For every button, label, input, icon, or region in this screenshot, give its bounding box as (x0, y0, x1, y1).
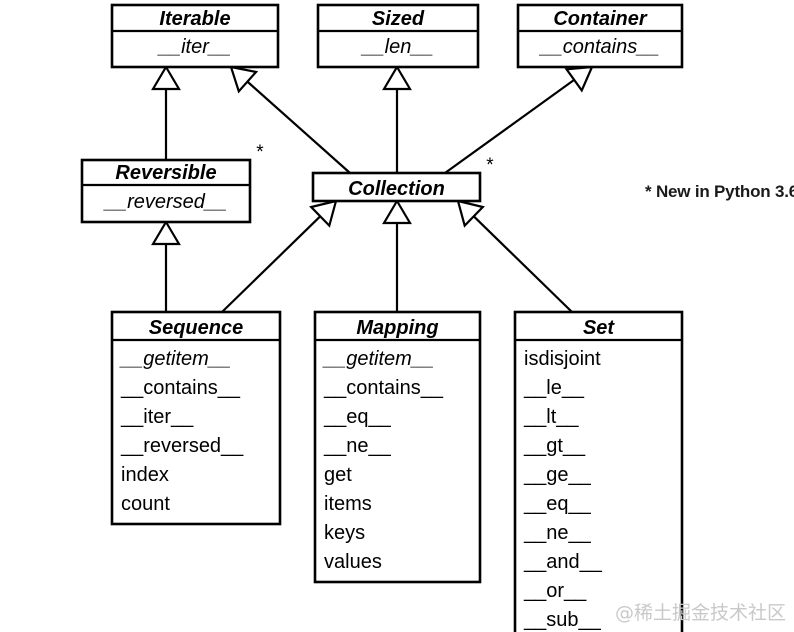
class-member-set-6: __ne__ (523, 522, 592, 544)
inheritance-line (221, 215, 322, 313)
class-box-outline-container (516, 3, 684, 69)
class-member-mapping-5: items (324, 493, 372, 515)
class-member-set-9: __sub__ (523, 609, 602, 631)
class-member-mapping-1: __contains__ (323, 377, 444, 399)
class-box-outline-collection (311, 171, 482, 203)
class-title-iterable: Iterable (159, 8, 230, 30)
inheritance-arrow-collection-to-iterable (229, 65, 351, 174)
class-member-mapping-4: get (324, 464, 352, 486)
class-box-collection[interactable]: Collection * (311, 155, 494, 203)
class-member-set-1: __le__ (523, 377, 585, 399)
watermark: @稀土掘金技术社区 (615, 602, 786, 624)
class-member-sequence-3: __reversed__ (120, 435, 244, 457)
class-member-set-2: __lt__ (523, 406, 579, 428)
class-member-set-8: __or__ (523, 580, 587, 602)
class-box-reversible[interactable]: Reversible __reversed__ * (80, 142, 264, 224)
class-title-reversible: Reversible (115, 162, 216, 184)
inheritance-arrowhead (564, 65, 594, 93)
class-box-container[interactable]: Container __contains__ (516, 3, 684, 69)
class-member-mapping-6: keys (324, 522, 365, 544)
class-member-set-7: __and__ (523, 551, 603, 573)
class-boxes-layer: Iterable __iter__ Sized __len__ Container __c… (80, 3, 684, 632)
inheritance-arrow-mapping-to-collection (382, 198, 412, 312)
legend-note: * New in Python 3.6 (645, 182, 794, 201)
inheritance-arrowhead (151, 219, 181, 246)
inheritance-arrowhead (382, 64, 412, 91)
class-title-sequence: Sequence (149, 317, 243, 339)
inheritance-arrow-collection-to-sized (382, 64, 412, 173)
class-member-mapping-7: values (324, 551, 382, 573)
class-member-set-4: __ge__ (523, 464, 592, 486)
class-box-outline-sequence (110, 310, 282, 526)
inheritance-arrowhead (309, 199, 338, 228)
inheritance-arrow-sequence-to-collection (221, 199, 338, 313)
inheritance-arrow-reversible-to-iterable (151, 64, 181, 160)
inheritance-line (444, 78, 575, 174)
class-box-sequence[interactable]: Sequence __getitem__ __contains__ __iter__ _… (110, 310, 282, 526)
inheritance-arrow-collection-to-container (444, 65, 594, 174)
inheritance-arrow-set-to-collection (456, 199, 573, 313)
class-title-mapping: Mapping (356, 317, 438, 339)
new-in-36-star-reversible: * (256, 142, 264, 163)
class-member-set-0: isdisjoint (524, 348, 601, 370)
inheritance-line (246, 80, 351, 174)
class-box-iterable[interactable]: Iterable __iter__ (110, 3, 280, 69)
class-member-sized-0: __len__ (360, 36, 433, 58)
class-member-sequence-0: __getitem__ (119, 348, 231, 370)
class-member-container-0: __contains__ (539, 36, 660, 58)
class-title-container: Container (553, 8, 648, 30)
class-member-mapping-2: __eq__ (323, 406, 392, 428)
inheritance-arrow-sequence-to-reversible (151, 219, 181, 312)
class-member-sequence-1: __contains__ (120, 377, 241, 399)
inheritance-arrowhead (229, 65, 259, 94)
class-member-set-5: __eq__ (523, 493, 592, 515)
class-member-mapping-3: __ne__ (323, 435, 392, 457)
inheritance-arrowhead (382, 198, 412, 225)
inheritance-arrowhead (456, 199, 485, 228)
class-title-sized: Sized (372, 8, 425, 30)
class-box-outline-sized (316, 3, 480, 69)
class-member-sequence-5: count (121, 493, 170, 515)
class-member-sequence-2: __iter__ (120, 406, 194, 428)
inheritance-line (472, 215, 573, 313)
new-in-36-star-collection: * (486, 155, 494, 176)
class-member-sequence-4: index (121, 464, 169, 486)
class-member-mapping-0: __getitem__ (322, 348, 434, 370)
class-box-outline-set (513, 310, 684, 632)
class-title-collection: Collection (348, 178, 445, 200)
class-box-sized[interactable]: Sized __len__ (316, 3, 480, 69)
class-title-set: Set (583, 317, 615, 339)
class-box-outline-reversible (80, 158, 252, 224)
class-box-set[interactable]: Set isdisjoint __le__ __lt__ __gt__ __ge__ __e… (513, 310, 684, 632)
inheritance-edges-layer (151, 64, 594, 313)
class-member-iterable-0: __iter__ (157, 36, 231, 58)
class-member-reversible-0: __reversed__ (103, 191, 227, 213)
class-box-outline-iterable (110, 3, 280, 69)
class-box-mapping[interactable]: Mapping __getitem__ __contains__ __eq__ __ne… (313, 310, 482, 584)
class-member-set-3: __gt__ (523, 435, 586, 457)
class-box-outline-mapping (313, 310, 482, 584)
inheritance-arrowhead (151, 64, 181, 91)
